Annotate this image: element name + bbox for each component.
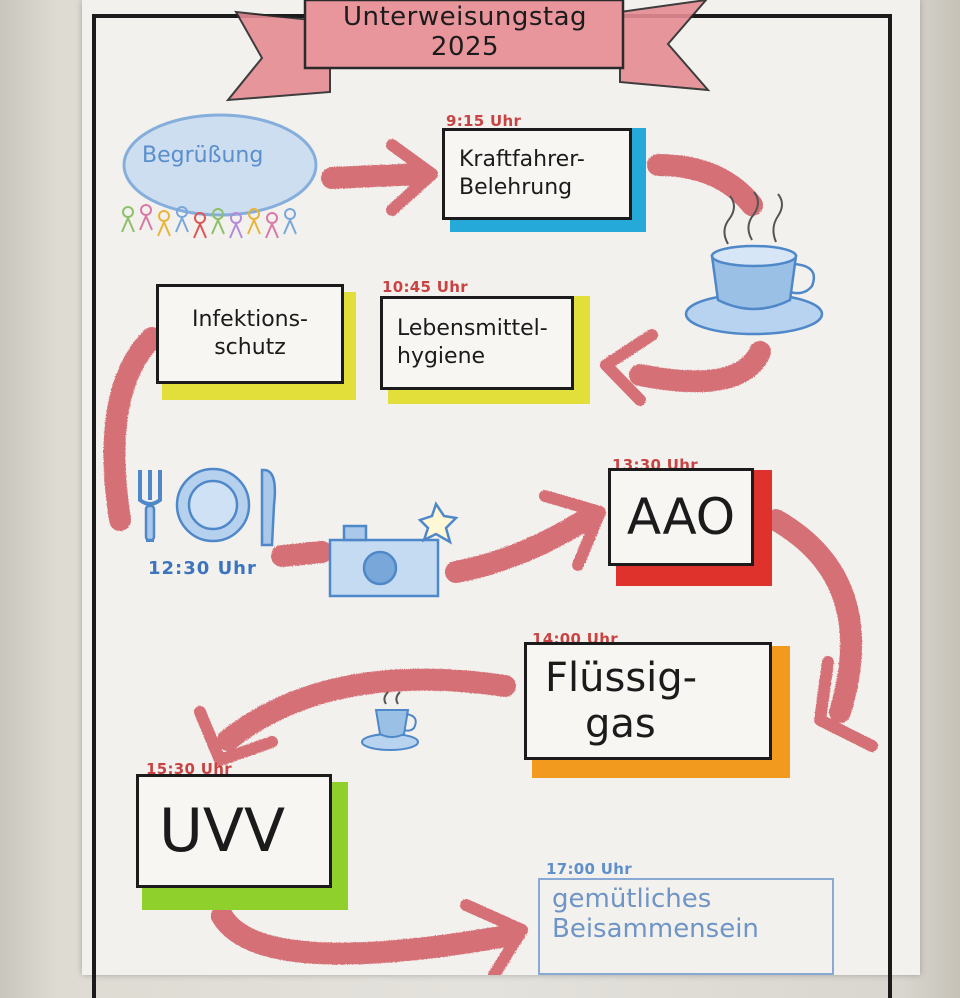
step-time-uvv: 15:30 Uhr bbox=[146, 760, 232, 778]
step-label: UVV bbox=[159, 796, 286, 866]
step-box-lebensmittel: Lebensmittel- hygiene bbox=[380, 296, 574, 390]
step-label: hygiene bbox=[397, 344, 486, 369]
page-title: Unterweisungstag 2025 bbox=[310, 0, 620, 66]
people-icon bbox=[121, 204, 297, 239]
step-box-kraftfahrer: Kraftfahrer- Belehrung bbox=[442, 128, 632, 220]
step-label: AAO bbox=[626, 488, 736, 546]
step-time-kraftfahrer: 9:15 Uhr bbox=[446, 112, 522, 130]
step-label: Belehrung bbox=[459, 175, 573, 200]
title-line-2: 2025 bbox=[430, 32, 500, 62]
step-box-fluessiggas: Flüssig- gas bbox=[524, 642, 772, 760]
finale-label: Beisammensein bbox=[552, 914, 759, 944]
step-label: gas bbox=[585, 701, 656, 747]
step-label: Lebensmittel- bbox=[397, 316, 548, 341]
camera-icon bbox=[328, 501, 459, 598]
finale-label: gemütliches bbox=[552, 884, 712, 914]
finale-box: gemütliches Beisammensein bbox=[538, 878, 834, 975]
step-label: schutz bbox=[214, 335, 286, 360]
flow-arrows bbox=[103, 139, 878, 975]
greeting-label: Begrüßung bbox=[142, 143, 264, 168]
step-label: Flüssig- bbox=[545, 655, 698, 701]
step-box-uvv: UVV bbox=[136, 774, 332, 888]
step-box-aao: AAO bbox=[608, 468, 754, 566]
cutlery-plate-icon bbox=[138, 467, 277, 547]
step-time-finale: 17:00 Uhr bbox=[546, 860, 632, 878]
step-label: Kraftfahrer- bbox=[459, 147, 585, 172]
diagram-art bbox=[103, 0, 878, 975]
lunch-time: 12:30 Uhr bbox=[148, 558, 257, 579]
coffee-cup-icon bbox=[684, 191, 824, 336]
title-banner bbox=[225, 0, 711, 102]
step-time-lebensmittel: 10:45 Uhr bbox=[382, 278, 468, 296]
greeting-bubble bbox=[122, 113, 318, 217]
title-line-1: Unterweisungstag bbox=[342, 2, 588, 32]
step-label: Infektions- bbox=[192, 307, 308, 332]
step-box-infektionsschutz: Infektions- schutz bbox=[156, 284, 344, 384]
small-coffee-icon bbox=[361, 691, 419, 751]
